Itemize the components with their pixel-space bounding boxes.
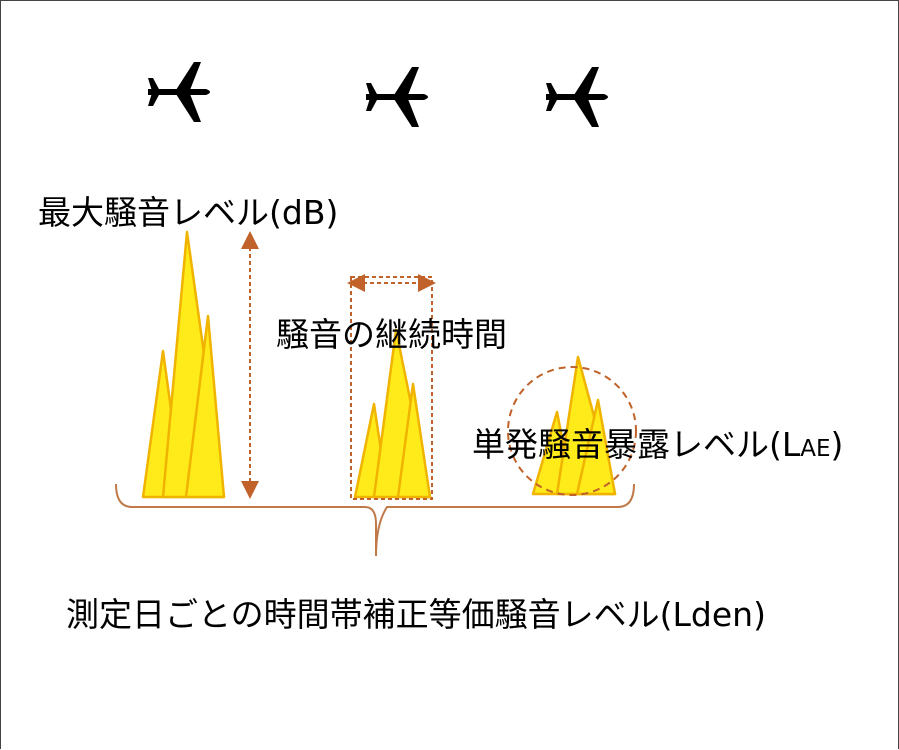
noise-peak-group-2	[353, 328, 432, 499]
airplane-icon	[366, 67, 428, 127]
lden-brace	[115, 483, 635, 557]
sel-label-subscript: AE	[800, 436, 831, 462]
lden-label: 測定日ごとの時間帯補正等価騒音レベル(Lden)	[66, 595, 766, 634]
airplane-icon	[148, 62, 210, 122]
noise-peak-group-1	[141, 230, 226, 499]
noise-peak-group-3	[531, 355, 617, 496]
duration-box	[350, 276, 433, 500]
noise-duration-label: 騒音の継続時間	[276, 315, 507, 354]
max-noise-level-label: 最大騒音レベル(dB)	[38, 193, 339, 232]
sel-circle	[507, 366, 637, 496]
sel-label: 単発騒音暴露レベル(LAE)	[472, 428, 843, 461]
sel-label-main: 単発騒音暴露レベル(L	[472, 425, 801, 464]
airplane-icon	[546, 67, 608, 127]
sel-label-close: )	[830, 425, 844, 464]
